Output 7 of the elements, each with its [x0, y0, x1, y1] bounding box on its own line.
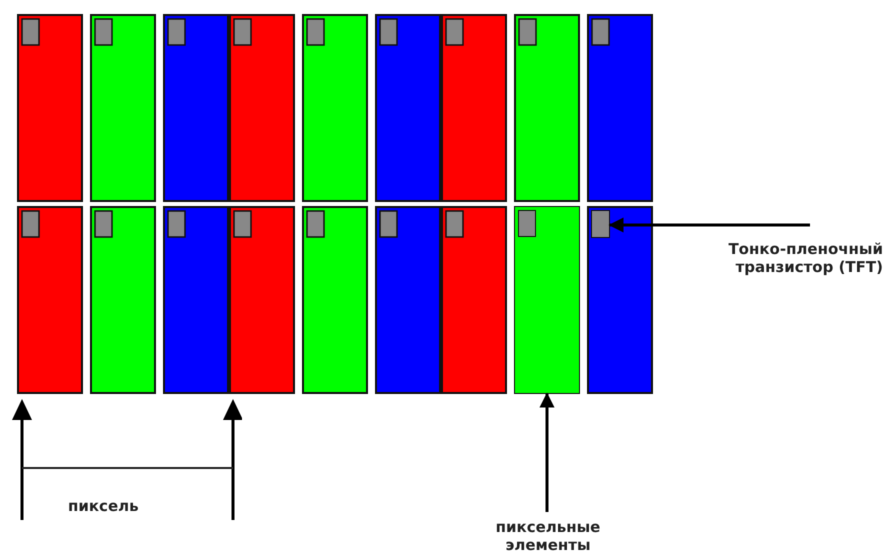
subpixel-bar — [514, 206, 580, 394]
transistor-square — [591, 210, 610, 238]
leader-line — [540, 392, 554, 512]
callout-text: Тонко-пленочный транзистор (TFT) — [665, 240, 883, 276]
callout-text: пиксельные элементы — [458, 518, 638, 554]
dimension-label: пиксель — [68, 497, 139, 515]
leader-line — [608, 218, 810, 232]
